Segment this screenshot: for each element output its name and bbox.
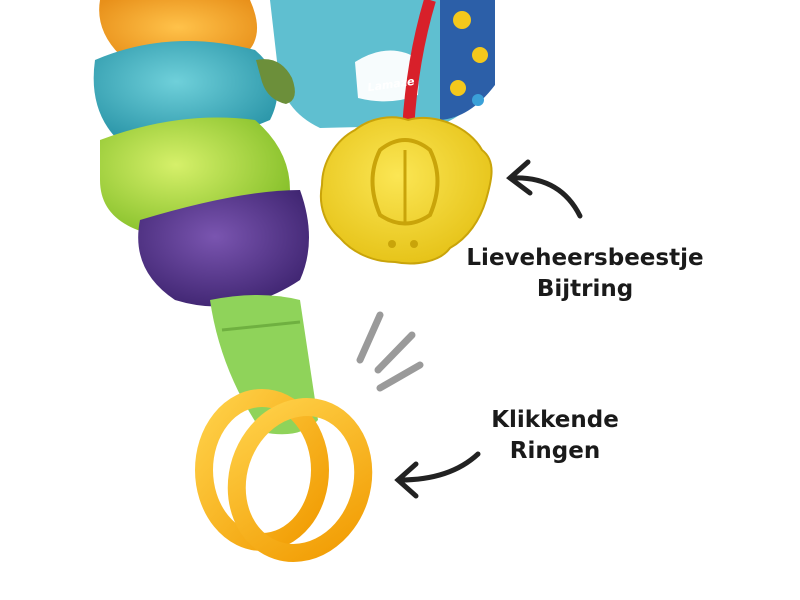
teether-caption: Lieveheersbeestje Bijtring (440, 243, 730, 305)
rings-caption: Klikkende Ringen (460, 405, 650, 467)
rings-caption-line2: Ringen (509, 438, 601, 464)
arrow-left-icon (506, 159, 583, 219)
sound-lines-icon (356, 311, 424, 392)
caterpillar-body (93, 0, 309, 307)
clicking-rings (195, 389, 373, 562)
rings-caption-line1: Klikkende (491, 407, 619, 433)
ladybug-teether (320, 116, 493, 265)
fabric-pocket (270, 0, 495, 128)
arrow-left-icon (394, 451, 481, 499)
teether-caption-line2: Bijtring (536, 276, 634, 302)
red-ribbon (402, 0, 436, 131)
teether-caption-line1: Lieveheersbeestje (466, 245, 704, 271)
